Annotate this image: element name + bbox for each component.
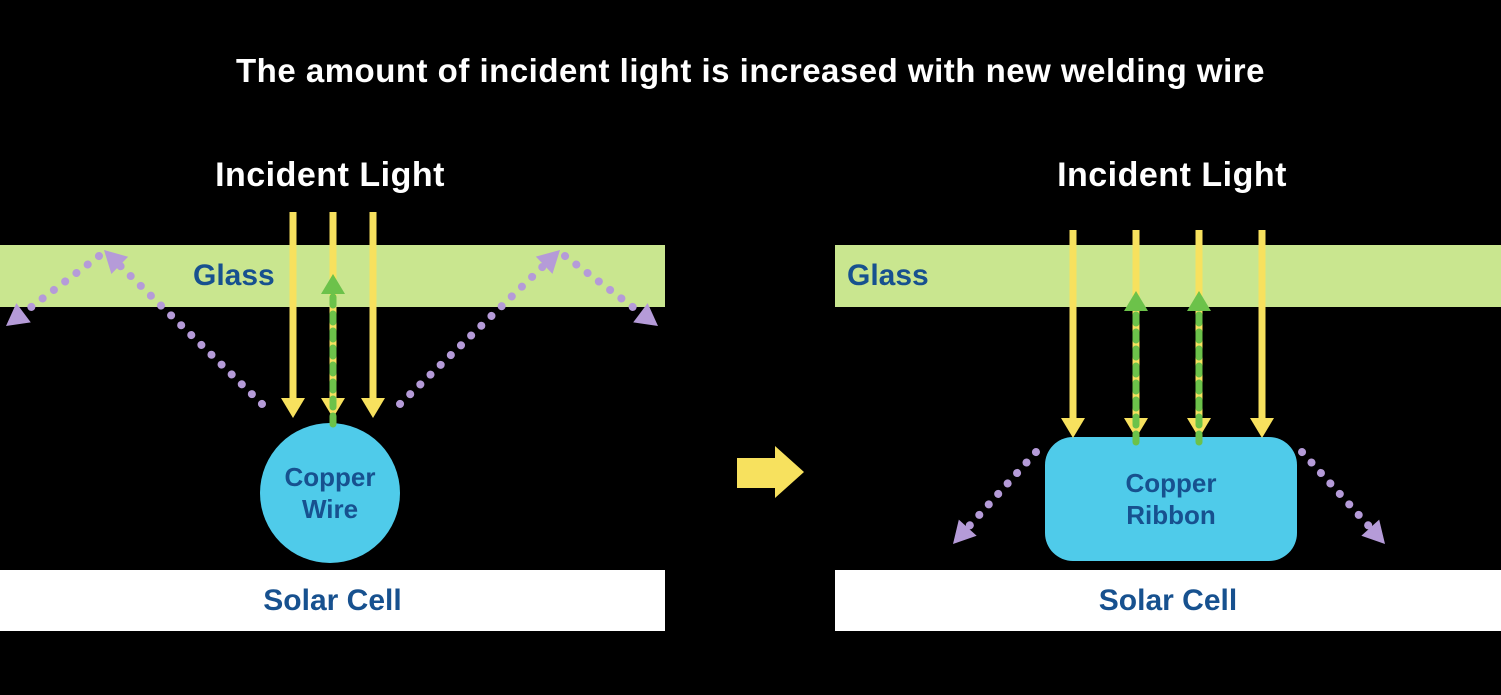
incident-ray-left-1-head (281, 398, 305, 418)
solar-cell-bar-left: Solar Cell (0, 570, 665, 631)
incident-ray-right-2-head (1124, 418, 1148, 438)
incident-ray-left-3-head (361, 398, 385, 418)
reflected-ray-right-1-line (963, 448, 1040, 532)
incident-light-label-right: Incident Light (1057, 156, 1287, 194)
copper-ribbon-label-line2: Ribbon (1126, 500, 1216, 530)
reflected-ray-right-2-line (1298, 448, 1375, 532)
incident-ray-right-3-head (1187, 418, 1211, 438)
incident-ray-left-2-head (321, 398, 345, 418)
transition-arrow (737, 446, 804, 498)
copper-wire-label-line2: Wire (301, 494, 359, 524)
glass-bar-left: Glass (0, 245, 665, 307)
incident-ray-right-1-head (1061, 418, 1085, 438)
copper-ribbon-rect: Copper Ribbon (1045, 437, 1297, 561)
solar-cell-label-left: Solar Cell (263, 583, 402, 617)
reflected-ray-right-2-head (1361, 519, 1385, 544)
incident-light-label-left: Incident Light (215, 156, 445, 194)
copper-wire-label-line1: Copper (284, 461, 376, 492)
copper-ribbon-label-line1: Copper (1125, 467, 1217, 498)
glass-bar-right: Glass (835, 245, 1501, 307)
incident-ray-right-4-head (1250, 418, 1274, 438)
solar-cell-label-right: Solar Cell (1098, 583, 1238, 617)
glass-label-right: Glass (847, 259, 929, 292)
solar-cell-bar-right: Solar Cell (835, 570, 1501, 631)
glass-label-left: Glass (193, 259, 275, 292)
diagram-title: The amount of incident light is increase… (236, 52, 1265, 89)
copper-wire-circle: Copper Wire (260, 423, 400, 563)
reflected-ray-right-1-head (953, 519, 977, 544)
